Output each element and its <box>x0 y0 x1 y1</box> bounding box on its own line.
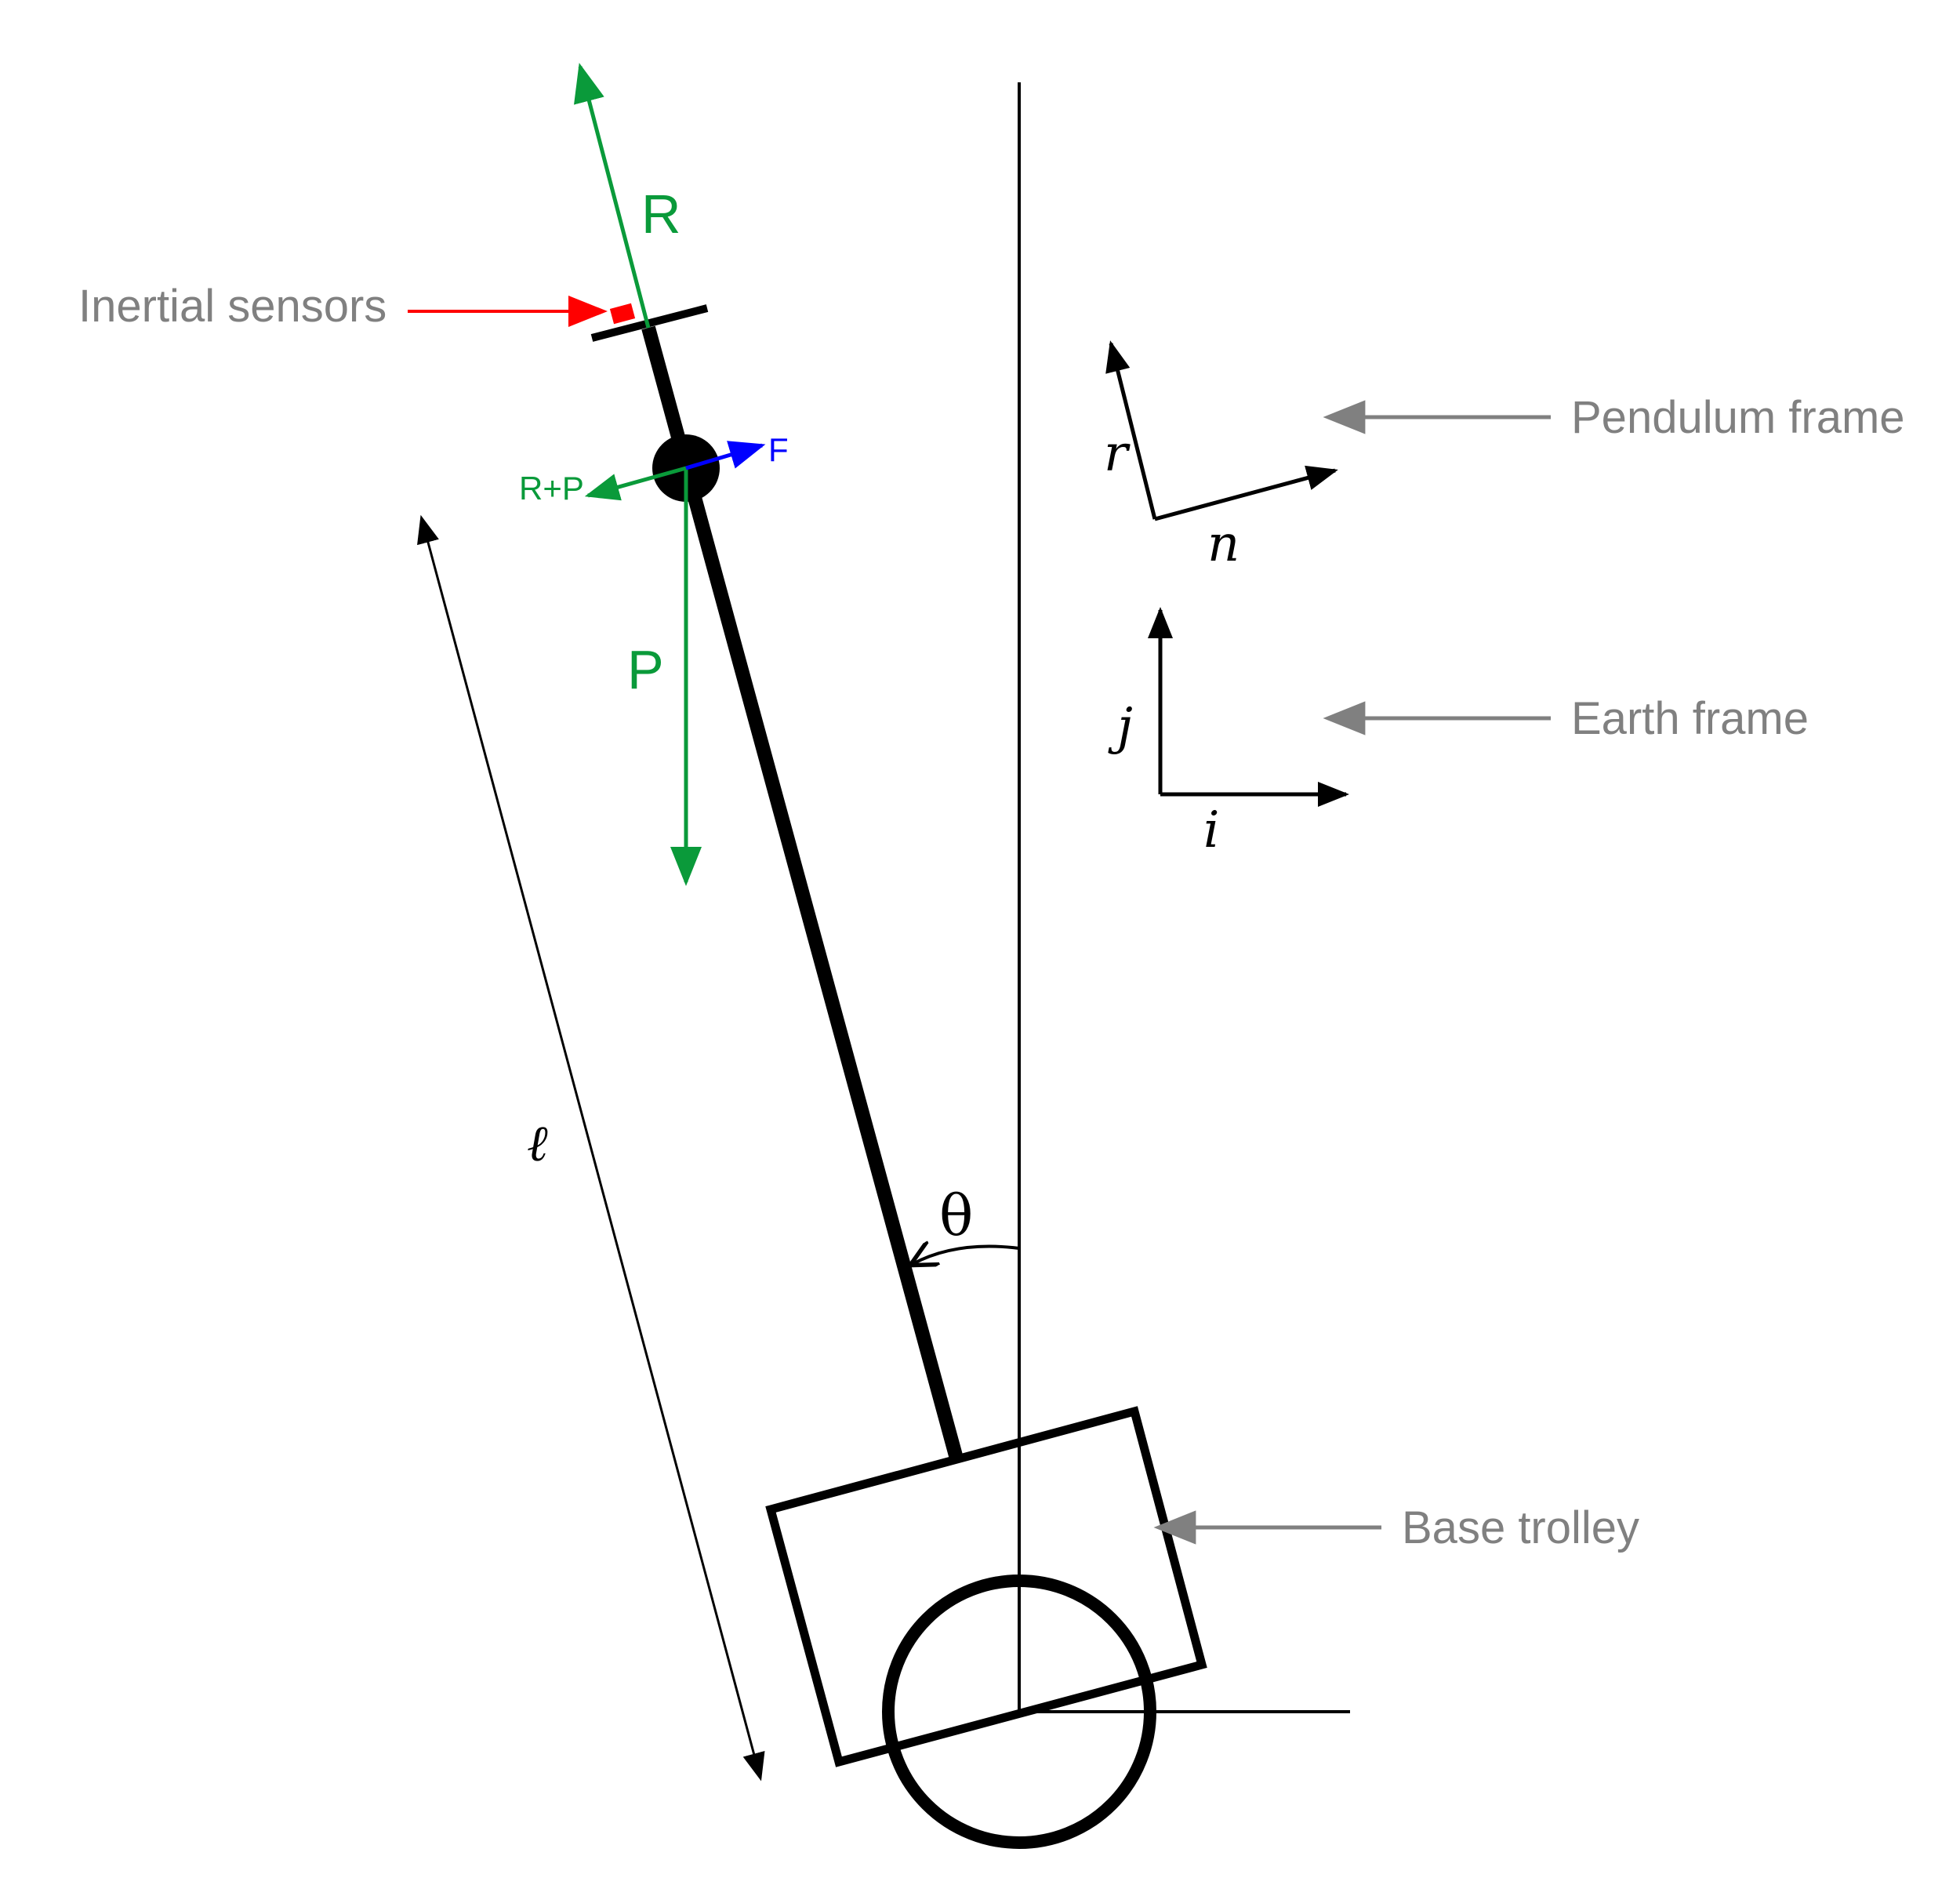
force-f-arrow <box>685 441 766 470</box>
wheel-radius-line <box>895 1710 1020 1748</box>
pendulum-frame-n-axis <box>1154 465 1338 521</box>
pendulum-top-bar <box>590 304 709 342</box>
force-r-label: R <box>641 183 681 245</box>
trolley-wheel <box>882 1574 1156 1849</box>
base-trolley-body <box>765 1406 1207 1767</box>
pendulum-frame-r-axis <box>1105 340 1157 520</box>
length-label: ℓ <box>527 1115 548 1173</box>
theta-arc <box>913 1247 1020 1265</box>
pendulum-frame-label: Pendulum frame <box>1571 392 1905 443</box>
earth-frame-j-label: j <box>1108 698 1133 756</box>
force-p-label: P <box>627 639 664 700</box>
force-r-arrow <box>574 63 651 329</box>
inertial-sensor-mark <box>609 303 636 325</box>
force-rp-label: R+P <box>519 470 584 507</box>
pendulum-frame-n-label: n <box>1207 515 1240 573</box>
length-dimension-arrow <box>417 514 765 1781</box>
earth-frame-label: Earth frame <box>1571 693 1809 744</box>
base-trolley-label: Base trolley <box>1402 1502 1639 1553</box>
pendulum-frame-r-label: r <box>1104 425 1131 483</box>
force-rp-arrow <box>584 466 687 501</box>
theta-label: θ <box>939 1182 973 1248</box>
earth-frame-i-label: i <box>1203 801 1219 859</box>
force-f-label: F <box>768 431 789 468</box>
inertial-sensors-label: Inertial sensors <box>78 281 387 332</box>
